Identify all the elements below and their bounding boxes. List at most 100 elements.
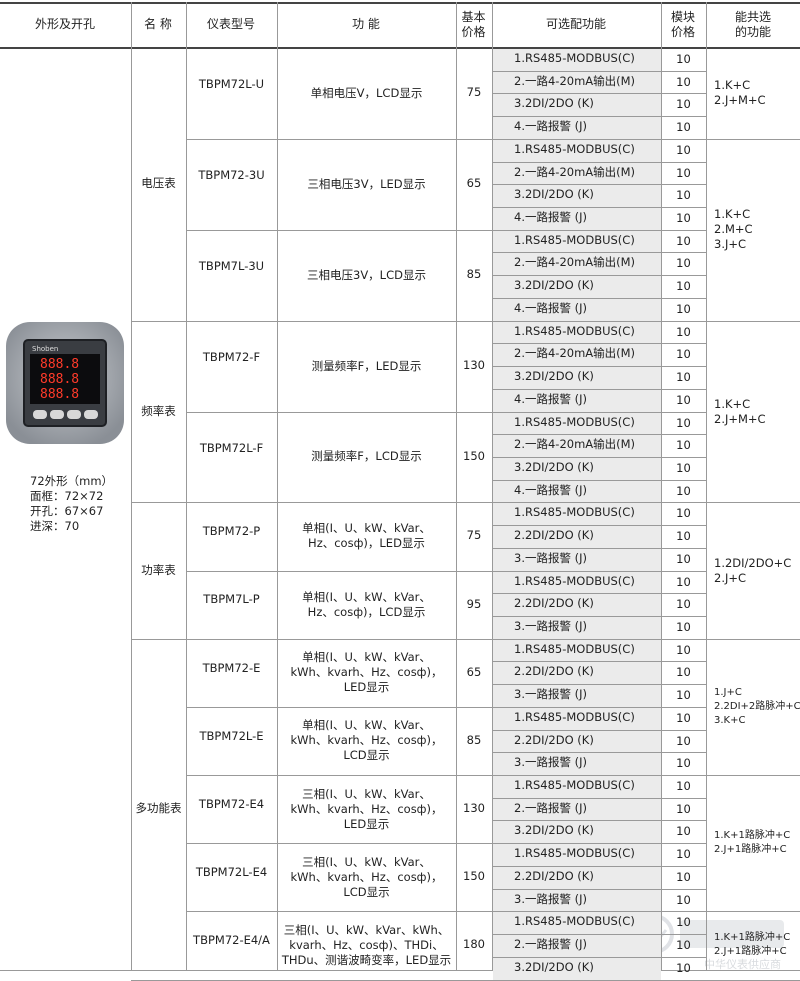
model-rule: [186, 706, 492, 708]
shape-line-2: 面框：72×72: [30, 489, 104, 503]
model-name: TBPM72-F: [202, 349, 261, 364]
option-cell: [493, 230, 661, 253]
category-name: 电压表: [141, 176, 176, 191]
header-function: 功 能: [352, 17, 380, 31]
option-label: 1.RS485-MODBUS(C): [514, 641, 635, 656]
option-row-rule: [492, 865, 706, 867]
model-name: TBPM7L-3U: [198, 258, 265, 273]
model-function: 单相(I、U、kW、kVar、: [302, 589, 431, 604]
option-cell: [493, 503, 661, 526]
option-cell: [493, 139, 661, 162]
option-cell: [493, 94, 661, 117]
model-function: 测量频率F，LED显示: [311, 358, 422, 373]
column-rule: [277, 2, 278, 970]
module-price: 10: [676, 597, 691, 612]
model-name: TBPM72L-F: [199, 440, 264, 455]
option-label: 3.2DI/2DO (K): [514, 369, 594, 384]
combo-rule: [706, 911, 800, 913]
module-price: 10: [676, 642, 691, 657]
option-label: 3.2DI/2DO (K): [514, 823, 594, 838]
option-row-rule: [492, 456, 706, 458]
model-name: TBPM72-P: [202, 524, 261, 539]
combo-line: 1.2DI/2DO+C: [714, 555, 792, 570]
option-cell: [493, 866, 661, 889]
option-row-rule: [492, 275, 706, 277]
module-price: 10: [676, 869, 691, 884]
option-cell: [493, 389, 661, 412]
option-cell: [493, 276, 661, 298]
model-rule: [186, 502, 492, 504]
option-label: 2.一路4-20mA输出(M): [514, 346, 636, 361]
category-name: 功率表: [141, 562, 176, 577]
option-cell: [493, 208, 661, 230]
meter-button-2: [50, 410, 64, 419]
model-rule: [186, 570, 492, 572]
model-name: TBPM72L-E: [199, 728, 264, 743]
header-combos: 能共选 的功能: [734, 10, 771, 39]
combo-line: 1.K+C: [714, 396, 751, 411]
option-row-rule: [492, 297, 706, 299]
module-price: 10: [676, 415, 691, 430]
module-price: 10: [676, 256, 691, 271]
module-price: 10: [676, 74, 691, 89]
shape-line-4: 进深：70: [30, 519, 80, 533]
model-function: LCD显示: [343, 884, 390, 899]
watermark-text: 中华仪表供应商: [704, 957, 781, 971]
combo-line: 1.K+1路脉冲+C: [714, 830, 791, 842]
base-price: 85: [466, 732, 482, 747]
option-label: 2.2DI/2DO (K): [514, 596, 594, 611]
option-row-rule: [492, 252, 706, 254]
model-function: Hz、cosф)，LED显示: [308, 536, 425, 551]
option-label: 1.RS485-MODBUS(C): [514, 51, 635, 65]
combo-rule: [706, 320, 800, 322]
combo-rule: [706, 138, 800, 140]
option-row-rule: [492, 661, 706, 663]
module-price: 10: [676, 506, 691, 521]
model-function: LED显示: [343, 680, 390, 695]
model-function: Hz、cosф)，LCD显示: [307, 604, 426, 619]
column-rule: [706, 2, 707, 970]
module-price: 10: [676, 665, 691, 680]
option-label: 4.一路报警 (J): [514, 300, 587, 315]
option-cell: [493, 798, 661, 821]
header-shape: 外形及开孔: [34, 17, 95, 31]
header-model: 仪表型号: [206, 17, 255, 31]
option-cell: [493, 480, 661, 503]
module-price: 10: [676, 960, 691, 975]
model-rule: [186, 138, 492, 140]
shape-line-3: 开孔：67×67: [30, 504, 104, 518]
module-price: 10: [676, 779, 691, 794]
module-price: 10: [676, 301, 691, 316]
option-row-rule: [492, 616, 706, 617]
option-row-rule: [492, 547, 706, 549]
model-name: TBPM72-E: [202, 660, 261, 675]
model-function: kWh、kvarh、Hz、cosф)，: [290, 733, 443, 748]
option-cell: [493, 435, 661, 457]
category-name: 频率表: [141, 403, 176, 418]
module-price: 10: [676, 438, 691, 453]
model-function: kWh、kvarh、Hz、cosф)，: [290, 869, 443, 884]
module-price: 10: [676, 710, 691, 725]
option-label: 4.一路报警 (J): [514, 210, 587, 225]
option-label: 3.一路报警 (J): [514, 687, 587, 702]
model-function: kWh、kvarh、Hz、cosф)，: [290, 665, 443, 680]
model-name: TBPM72L-E4: [195, 865, 268, 879]
option-label: 2.一路4-20mA输出(M): [514, 437, 636, 452]
table-top-rule: [0, 2, 800, 4]
option-row-rule: [492, 366, 706, 368]
option-label: 1.RS485-MODBUS(C): [514, 414, 635, 429]
module-price: 10: [676, 574, 691, 589]
option-cell: [493, 571, 661, 594]
option-cell: [493, 594, 661, 616]
option-row-rule: [492, 706, 706, 708]
model-name: TBPM72-E4: [198, 796, 265, 811]
option-row-rule: [492, 729, 706, 731]
option-cell: [493, 662, 661, 685]
option-cell: [493, 253, 661, 276]
base-price: 180: [463, 937, 485, 952]
model-function: 三相(I、U、kW、kVar、: [302, 854, 431, 869]
module-price: 10: [676, 370, 691, 385]
option-cell: [493, 685, 661, 707]
header-base-price: 基本 价格: [461, 10, 486, 39]
combo-line: 1.K+C: [714, 207, 751, 222]
